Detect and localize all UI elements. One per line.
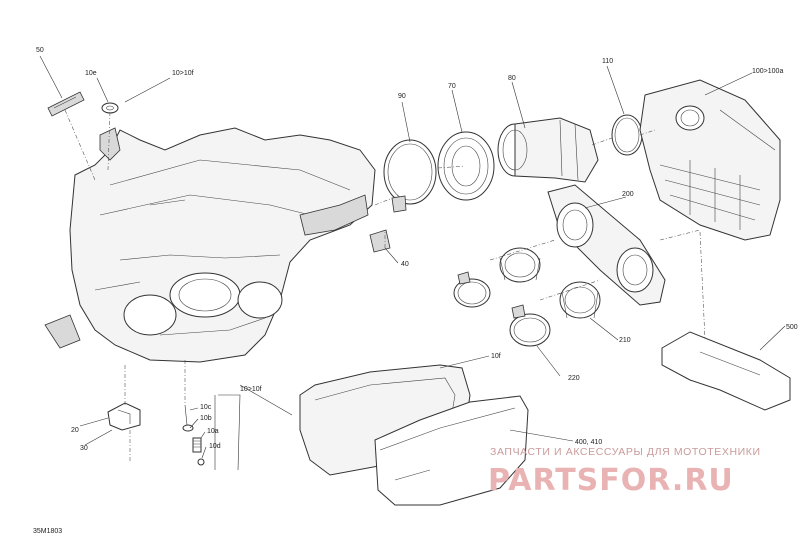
- callout-10-10f-top: 10>10f: [172, 70, 194, 77]
- callout-400-410: 400, 410: [575, 439, 602, 446]
- callout-10e: 10e: [85, 70, 97, 77]
- plate-500: [661, 331, 791, 411]
- callout-110: 110: [602, 58, 613, 65]
- frame-200: [547, 184, 666, 306]
- seal-70: [437, 131, 495, 201]
- watermark-tagline: ЗАПЧАСТИ И АКСЕССУАРЫ ДЛЯ МОТОТЕХНИКИ: [490, 446, 761, 458]
- callout-80: 80: [508, 75, 516, 82]
- grommet-10e: [101, 102, 119, 114]
- sleeve-210: [559, 281, 601, 319]
- callout-90: 90: [398, 93, 406, 100]
- callout-10b: 10b: [200, 415, 212, 422]
- callout-210: 210: [619, 337, 631, 344]
- leader-lines: [39, 55, 786, 471]
- callout-100-100a: 100>100a: [752, 68, 783, 75]
- callout-10-10f-bottom: 10>10f: [240, 386, 262, 393]
- alignment-lines: [64, 109, 706, 462]
- clip-40: [369, 229, 391, 253]
- callout-50: 50: [36, 47, 44, 54]
- callout-70: 70: [448, 83, 456, 90]
- o-ring-110: [611, 114, 643, 156]
- callout-10f: 10f: [491, 353, 501, 360]
- callout-40: 40: [401, 261, 409, 268]
- fastener-stack-10abcd: [182, 404, 205, 466]
- inlet-housing-100: [639, 79, 781, 241]
- callout-labels: 50 10e 10>10f 90 70 80 110 100>100a 200 …: [36, 47, 798, 452]
- airbox-housing: [44, 127, 376, 363]
- callout-20: 20: [71, 427, 79, 434]
- callout-220: 220: [568, 375, 580, 382]
- bracket-20: [107, 402, 141, 431]
- clamp-220: [509, 304, 551, 347]
- sleeve-left: [499, 247, 541, 283]
- callout-10a: 10a: [207, 428, 219, 435]
- label-decal-50: [47, 91, 85, 117]
- watermark: ЗАПЧАСТИ И АКСЕССУАРЫ ДЛЯ МОТОТЕХНИКИ PA…: [488, 446, 761, 498]
- callout-500: 500: [786, 324, 798, 331]
- watermark-brand: PARTSFOR.RU: [488, 463, 734, 498]
- diagram-id: 35M1803: [33, 528, 62, 535]
- callout-10d: 10d: [209, 443, 221, 450]
- callout-10c: 10c: [200, 404, 212, 411]
- callout-30: 30: [80, 445, 88, 452]
- air-filter-400-410: [374, 395, 529, 506]
- clamp-90: [383, 139, 437, 213]
- clamp-left: [453, 271, 491, 308]
- callout-200: 200: [622, 191, 634, 198]
- sleeve-80: [497, 117, 599, 183]
